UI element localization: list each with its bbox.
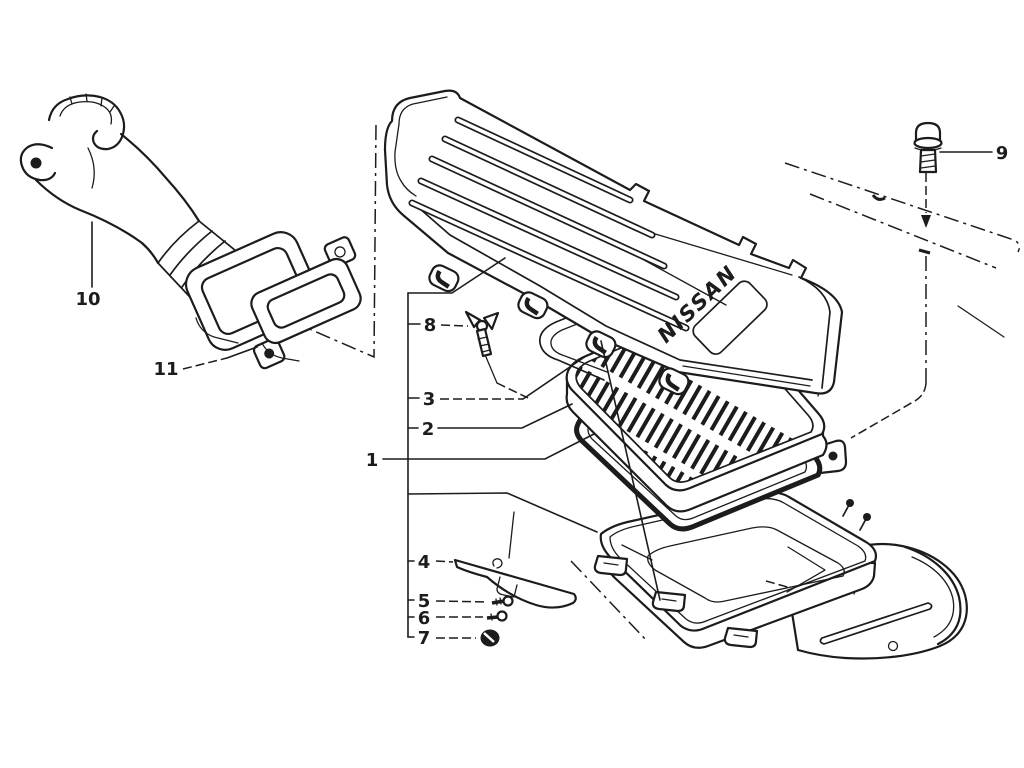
case-catch (593, 554, 629, 577)
wing-bolt-part-8 (464, 310, 529, 399)
case-catch (723, 626, 759, 649)
callout-label-9: 9 (996, 143, 1009, 164)
air-cleaner-cover: NISSAN (383, 89, 844, 396)
callout-label-3: 3 (423, 389, 436, 410)
leader-lines (91, 151, 993, 643)
callout-label-8: 8 (424, 315, 437, 336)
callout-label-10: 10 (75, 289, 100, 310)
grommet-part-7 (480, 629, 500, 647)
cover-clamp (428, 264, 460, 293)
cover-clamp (658, 367, 690, 396)
cover-clamp (585, 330, 617, 359)
emblem-plate (692, 280, 768, 355)
callout-label-7: 7 (418, 628, 431, 649)
callout-labels: 1 2 3 4 5 6 7 8 9 10 11 (75, 143, 1008, 649)
duct-bracket-part-11 (250, 236, 362, 370)
bolt-part-9 (913, 121, 943, 174)
case-catch (651, 590, 687, 613)
callout-label-2: 2 (422, 419, 435, 440)
filter-pleats (576, 313, 813, 483)
air-guide-part-4 (453, 511, 577, 609)
callout-label-1: 1 (366, 450, 379, 471)
callout-label-6: 6 (418, 608, 431, 629)
screw-part-6 (486, 610, 508, 622)
cover-clamp (517, 291, 549, 320)
screw-part-5 (491, 595, 514, 607)
assembly-axis-line (306, 124, 377, 359)
body-panel-lines (784, 162, 1021, 439)
callout-label-5: 5 (418, 591, 431, 612)
callout-label-4: 4 (418, 552, 431, 573)
callout-label-11: 11 (153, 359, 178, 380)
